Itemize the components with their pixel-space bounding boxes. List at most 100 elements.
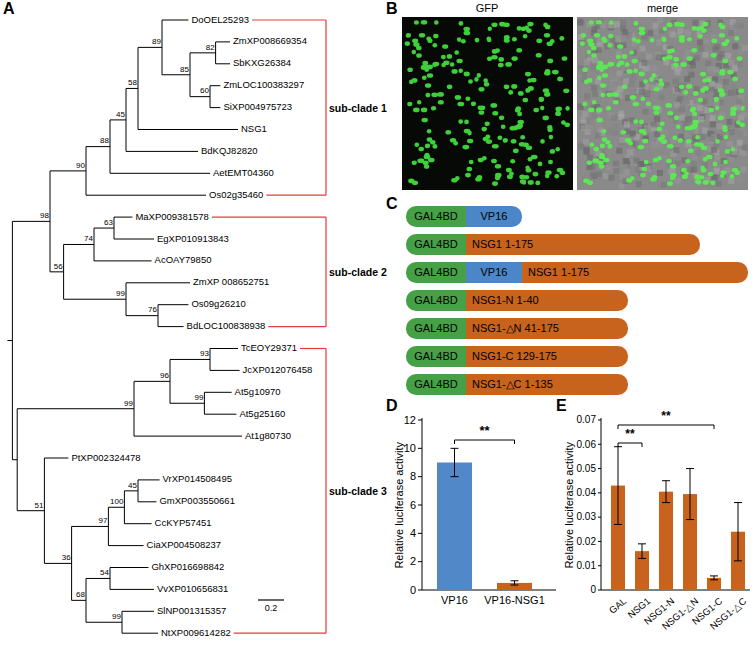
nucleus-dot	[687, 37, 692, 42]
leaf-label: VvXP010656831	[157, 584, 228, 595]
nucleus-dot	[405, 41, 410, 46]
image-texture	[652, 23, 658, 29]
nucleus-dot	[442, 44, 448, 49]
nucleus-dot	[691, 48, 697, 53]
nucleus-dot	[597, 118, 603, 123]
image-texture	[737, 61, 743, 67]
nucleus-dot	[697, 180, 702, 185]
tree-branch	[158, 326, 184, 327]
clade-bracket	[325, 349, 326, 634]
clade-label: sub-clade 3	[329, 485, 387, 497]
error-bar	[734, 502, 742, 503]
nucleus-dot	[737, 56, 743, 61]
tick	[418, 505, 422, 506]
nucleus-dot	[475, 38, 480, 43]
nucleus-dot	[419, 33, 425, 38]
nucleus-dot	[672, 136, 677, 141]
error-bar	[662, 502, 670, 503]
nucleus-dot	[491, 55, 498, 60]
tree-branch	[162, 20, 188, 21]
binding-domain-box: GAL4BD	[406, 234, 466, 255]
nucleus-dot	[606, 93, 613, 98]
image-texture	[714, 44, 720, 50]
image-texture	[578, 59, 584, 65]
nucleus-dot	[629, 50, 634, 55]
nucleus-dot	[527, 22, 533, 27]
image-texture	[723, 18, 729, 24]
nucleus-dot	[434, 20, 439, 25]
construct-label: GAL4BD	[414, 294, 457, 307]
nucleus-dot	[486, 139, 492, 144]
nucleus-dot	[639, 72, 645, 77]
nucleus-dot	[720, 69, 726, 74]
image-texture	[681, 90, 687, 96]
image-texture	[740, 167, 746, 173]
nucleus-dot	[482, 127, 487, 132]
y-axis	[422, 418, 423, 590]
image-texture	[613, 124, 619, 130]
nucleus-dot	[723, 160, 728, 165]
tree-branch	[216, 41, 230, 42]
nucleus-dot	[533, 172, 539, 177]
bootstrap-value: 85	[180, 65, 189, 74]
image-texture	[736, 98, 742, 104]
image-texture	[639, 46, 645, 52]
image-texture	[697, 105, 703, 111]
nucleus-dot	[732, 168, 739, 173]
nucleus-dot	[636, 39, 641, 44]
image-texture	[708, 136, 714, 142]
nucleus-dot	[672, 173, 676, 178]
image-texture	[595, 133, 601, 139]
nucleus-dot	[729, 174, 734, 179]
nucleus-dot	[412, 50, 417, 55]
leaf-label: EgXP010913843	[157, 234, 229, 245]
nucleus-dot	[695, 135, 700, 140]
nucleus-dot	[407, 67, 413, 72]
tree-branch	[110, 568, 111, 590]
nucleus-dot	[676, 125, 681, 130]
nucleus-dot	[631, 59, 637, 64]
tick	[598, 420, 601, 421]
nucleus-dot	[416, 46, 422, 51]
image-texture	[587, 125, 593, 131]
nucleus-dot	[602, 129, 607, 134]
nucleus-dot	[679, 84, 685, 89]
tree-branch	[64, 299, 126, 300]
construct-label: NSG1 1-175	[528, 266, 589, 279]
activation-domain-box: VP16	[466, 206, 522, 227]
image-texture	[606, 129, 612, 135]
nucleus-dot	[438, 100, 444, 105]
tree-branch	[114, 217, 132, 218]
image-texture	[737, 140, 743, 146]
image-texture	[619, 137, 625, 143]
image-texture	[695, 150, 701, 156]
nucleus-dot	[667, 49, 673, 54]
tree-branch	[94, 228, 114, 229]
image-texture	[673, 147, 679, 153]
nucleus-dot	[479, 110, 485, 115]
nucleus-dot	[561, 120, 566, 125]
nucleus-dot	[433, 62, 440, 67]
image-texture	[615, 36, 621, 42]
nucleus-dot	[714, 97, 719, 102]
protein-fragment-box: NSG1-N 1-40	[466, 290, 628, 311]
tick-label: 0.01	[577, 560, 596, 572]
significance-line	[714, 425, 715, 429]
nucleus-dot	[406, 33, 411, 38]
tick	[598, 444, 601, 445]
significance-mark: **	[661, 410, 670, 424]
nucleus-dot	[688, 126, 693, 131]
nucleus-dot	[670, 164, 676, 169]
bootstrap-value: 99	[194, 393, 203, 402]
panel-letter: A	[3, 0, 15, 18]
panel-letter: D	[386, 397, 398, 415]
tree-branch	[126, 88, 127, 151]
panel-letter: C	[386, 195, 398, 213]
leaf-label: PtXP002324478	[71, 453, 140, 464]
nucleus-dot	[555, 147, 560, 152]
tick	[418, 420, 422, 421]
nucleus-dot	[465, 173, 471, 178]
nucleus-dot	[488, 27, 492, 32]
image-texture	[630, 74, 636, 80]
